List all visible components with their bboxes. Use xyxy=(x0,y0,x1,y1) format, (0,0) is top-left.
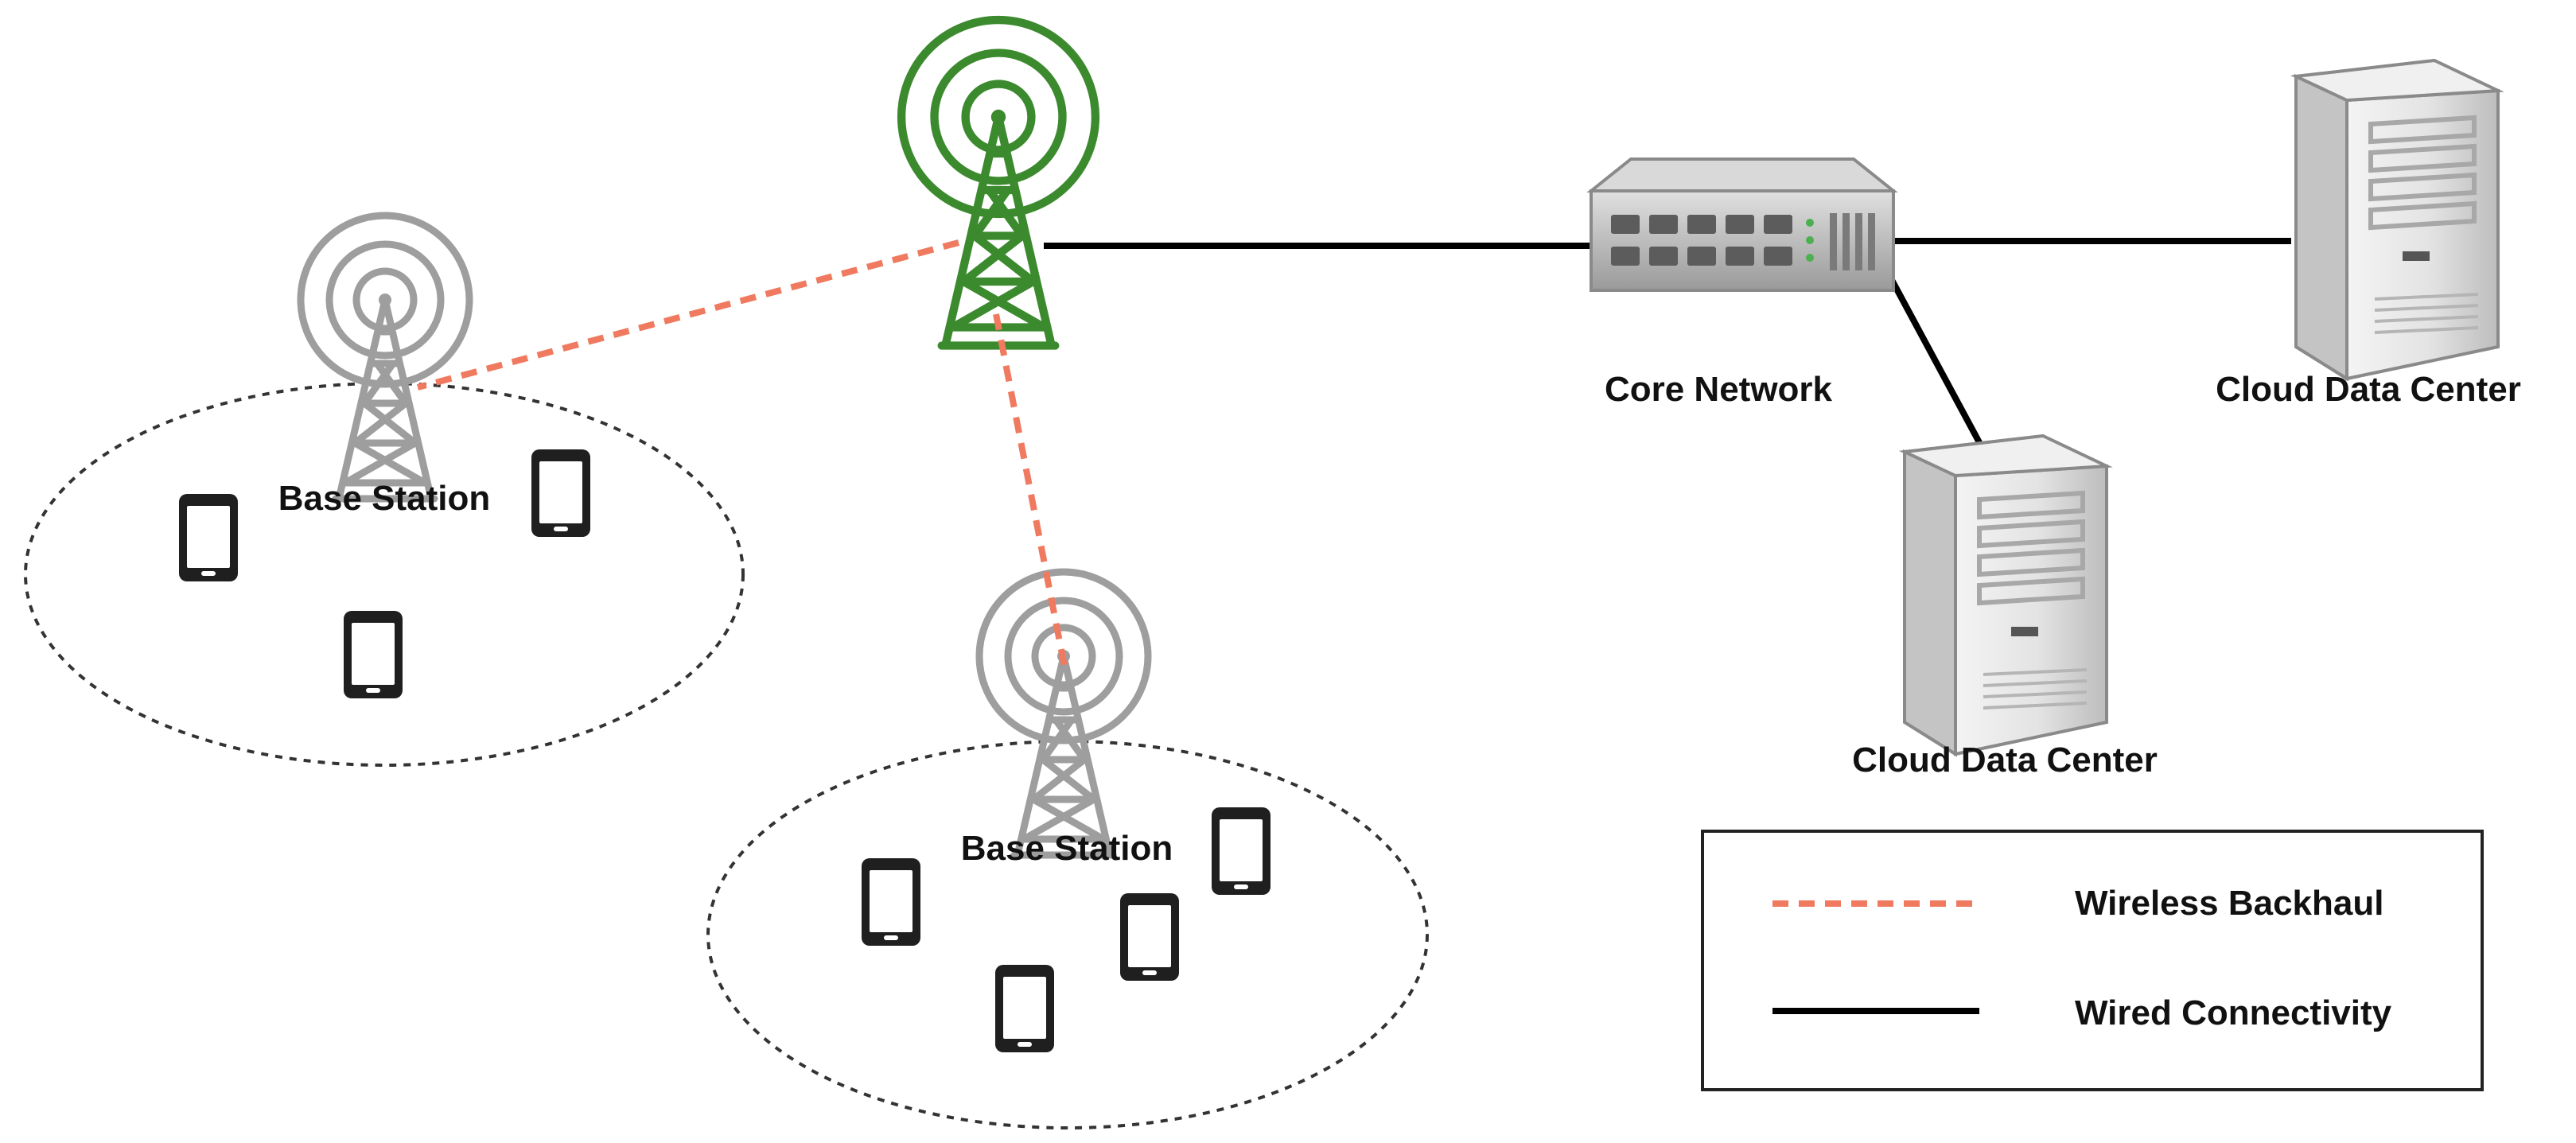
legend-wireless-label: Wireless Backhaul xyxy=(2075,884,2383,923)
smartphone-icon xyxy=(1120,893,1179,981)
wireless-backhaul-to-bs1 xyxy=(416,239,960,391)
base-station-1-icon xyxy=(301,216,469,499)
smartphone-icon xyxy=(344,611,403,698)
smartphone-icon xyxy=(531,449,590,537)
server-icon xyxy=(1905,436,2107,754)
smartphone-icon xyxy=(179,494,238,581)
smartphone-icon xyxy=(1212,807,1270,895)
core-network-label: Core Network xyxy=(1605,370,1833,409)
server-icon xyxy=(2296,60,2498,379)
base-station-2-icon xyxy=(979,572,1148,855)
wired-link-core-dc2 xyxy=(1889,278,1984,447)
coverage-area-1 xyxy=(24,382,745,767)
base-station-2-label: Base Station xyxy=(961,829,1173,868)
smartphone-icon xyxy=(862,858,920,946)
legend: Wireless Backhaul Wired Connectivity xyxy=(1701,830,2484,1091)
cloud-data-center-2-label: Cloud Data Center xyxy=(1852,741,2158,779)
smartphone-icon xyxy=(995,965,1054,1052)
wireless-backhaul-to-bs2 xyxy=(993,313,1069,675)
network-switch-icon xyxy=(1586,157,1898,292)
macro-tower-icon xyxy=(901,20,1095,345)
legend-box xyxy=(1701,830,2484,1091)
base-station-1-label: Base Station xyxy=(278,479,491,518)
cloud-data-center-1-label: Cloud Data Center xyxy=(2216,370,2521,409)
legend-wired-label: Wired Connectivity xyxy=(2075,993,2392,1032)
